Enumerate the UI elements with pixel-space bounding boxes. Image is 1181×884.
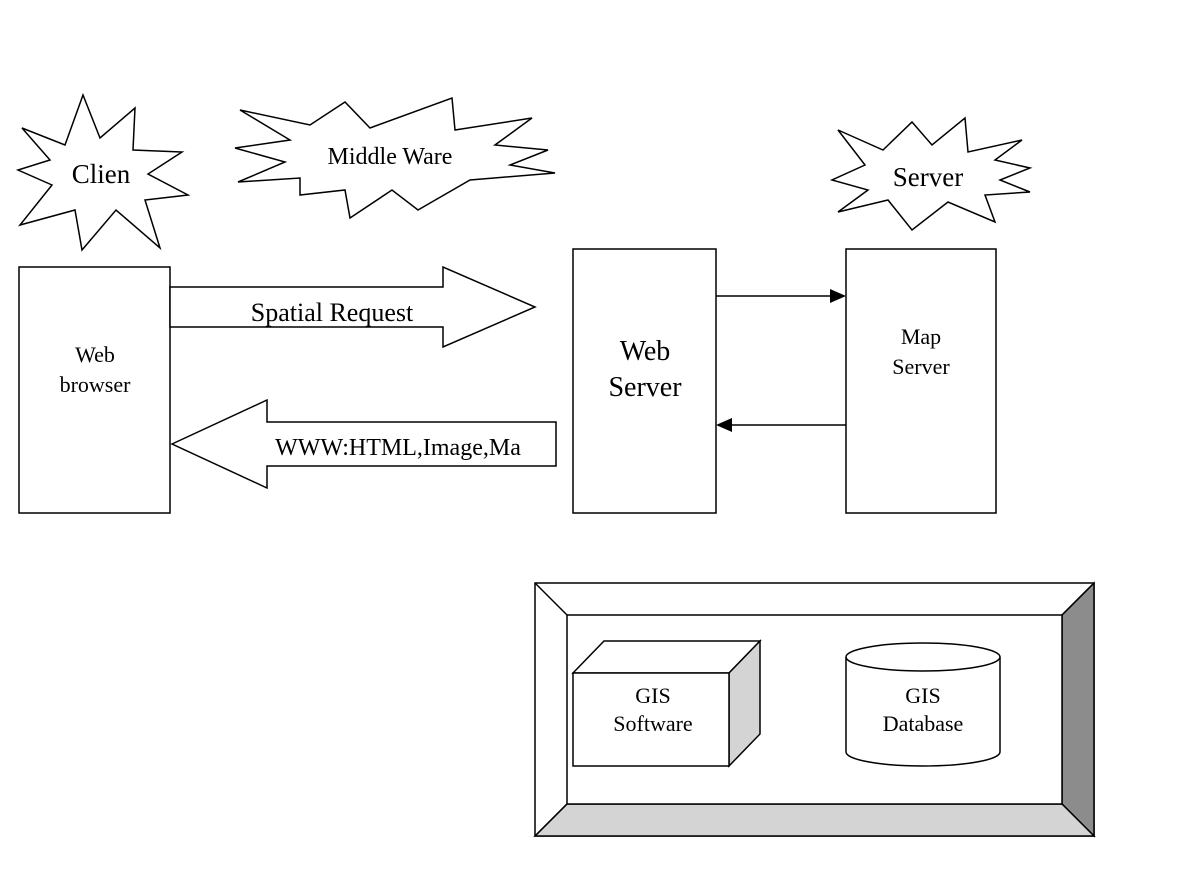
- web-server-label-line2: Server: [608, 372, 682, 403]
- client-label: Clien: [72, 159, 131, 189]
- gis-database-label-line2: Database: [883, 711, 964, 736]
- web-browser-box: Web browser: [18, 266, 171, 514]
- connector-to-map-server: [716, 289, 846, 303]
- response-arrow: WWW:HTML,Image,Ma: [170, 398, 557, 490]
- gis-software-label-line1: GIS: [635, 683, 670, 708]
- web-browser-label-line2: browser: [60, 372, 132, 397]
- spatial-request-label: Spatial Request: [251, 298, 414, 327]
- spatial-request-arrow: Spatial Request: [169, 265, 537, 349]
- gis-database-cylinder: GIS Database: [845, 642, 1001, 767]
- map-server-box: Map Server: [845, 248, 997, 514]
- map-server-label-line1: Map: [901, 324, 941, 349]
- middleware-label: Middle Ware: [328, 144, 453, 170]
- server-burst: Server: [829, 116, 1033, 232]
- web-server-label-line1: Web: [620, 336, 671, 367]
- gis-software-cube: GIS Software: [571, 639, 762, 768]
- response-label: WWW:HTML,Image,Ma: [275, 435, 521, 461]
- connector-to-web-server: [716, 418, 846, 432]
- web-server-box: Web Server: [572, 248, 717, 514]
- client-burst: Clien: [15, 92, 191, 252]
- gis-software-label-line2: Software: [613, 711, 692, 736]
- web-browser-label-line1: Web: [75, 342, 115, 367]
- server-label: Server: [893, 162, 963, 192]
- middleware-burst: Middle Ware: [234, 96, 556, 220]
- map-server-label-line2: Server: [892, 354, 950, 379]
- gis-database-label-line1: GIS: [905, 683, 940, 708]
